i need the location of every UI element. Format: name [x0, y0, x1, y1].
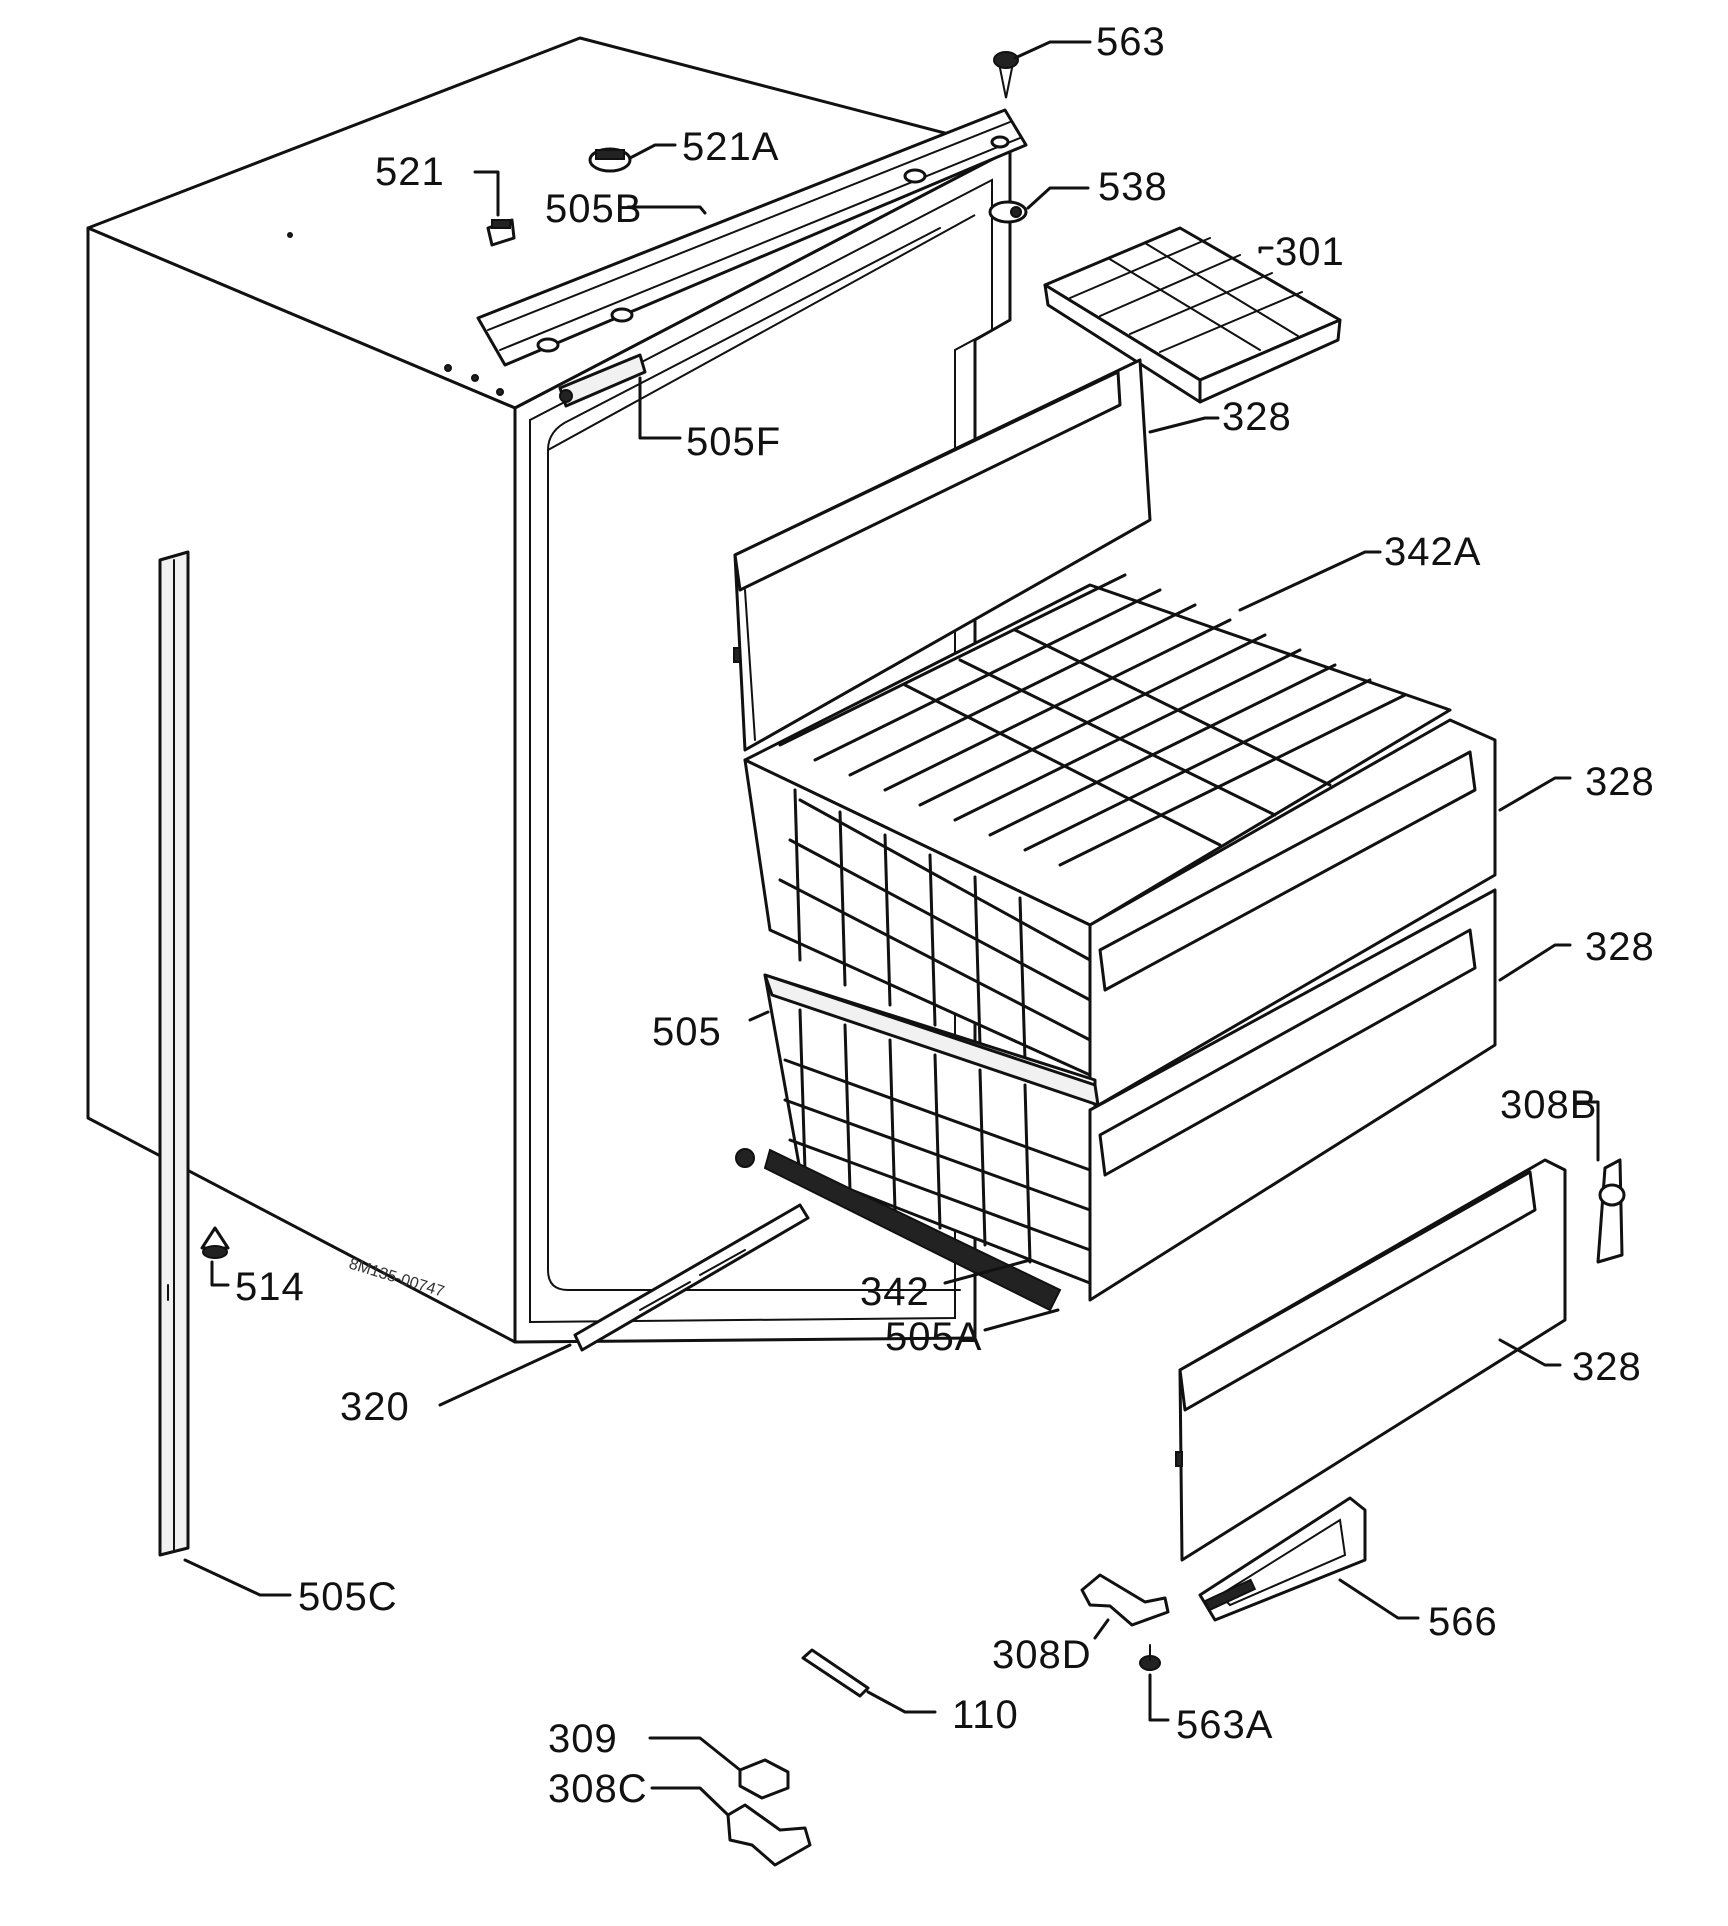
part-521a	[588, 147, 632, 173]
callout-110: 110	[952, 1693, 1019, 1737]
basket-342a-upper	[743, 573, 1452, 1077]
screw-563a	[1139, 1644, 1161, 1671]
callout-308c: 308C	[548, 1767, 648, 1811]
callout-514: 514	[235, 1265, 305, 1309]
ice-cube-tray-301	[1043, 226, 1342, 404]
bracket-308d	[1080, 1573, 1170, 1627]
hinge-308b	[1596, 1158, 1626, 1264]
flap-328-lower	[1175, 1158, 1567, 1562]
part-538	[988, 200, 1028, 224]
callout-309: 309	[548, 1717, 618, 1761]
flap-328-top	[733, 358, 1152, 752]
rail-320	[573, 1203, 810, 1352]
top-hinge-plate-505b	[476, 108, 1028, 367]
callout-563: 563	[1096, 20, 1166, 64]
pin-110	[801, 1648, 870, 1698]
callout-301: 301	[1275, 230, 1345, 274]
basket-342-lower	[763, 973, 1100, 1287]
callout-308d: 308D	[992, 1633, 1092, 1677]
side-trim-505c	[158, 550, 190, 1557]
callout-505c: 505C	[298, 1575, 398, 1619]
callout-328-top: 328	[1222, 395, 1292, 439]
flap-328-middle-front	[1088, 888, 1497, 1302]
handle-566	[1198, 1496, 1367, 1622]
callout-505: 505	[652, 1010, 722, 1054]
bottom-strip-505a	[735, 1148, 1062, 1312]
callout-328-lower: 328	[1572, 1345, 1642, 1389]
callout-566: 566	[1428, 1600, 1498, 1644]
bracket-308c	[726, 1803, 812, 1867]
callout-538: 538	[1098, 165, 1168, 209]
callout-505b: 505B	[545, 187, 642, 231]
callout-342: 342	[860, 1270, 930, 1314]
callout-labels: 563 521A 521 505B 538 301 328 505F 342A …	[235, 20, 1655, 1811]
part-563-screw	[993, 51, 1019, 99]
part-521	[486, 218, 516, 247]
callout-505f: 505F	[686, 420, 781, 464]
callout-563a: 563A	[1176, 1703, 1273, 1747]
callout-328-middle-front: 328	[1585, 925, 1655, 969]
callout-505a: 505A	[885, 1315, 982, 1359]
callout-521: 521	[375, 150, 445, 194]
callout-328-upper-front: 328	[1585, 760, 1655, 804]
callout-320: 320	[340, 1385, 410, 1429]
foot-514	[200, 1226, 230, 1259]
callout-308b: 308B	[1500, 1083, 1597, 1127]
leader-lines	[183, 40, 1600, 1817]
callout-521a: 521A	[682, 125, 779, 169]
block-309	[738, 1758, 790, 1800]
top-seal-strip-505f	[558, 353, 647, 408]
callout-342a: 342A	[1384, 530, 1481, 574]
